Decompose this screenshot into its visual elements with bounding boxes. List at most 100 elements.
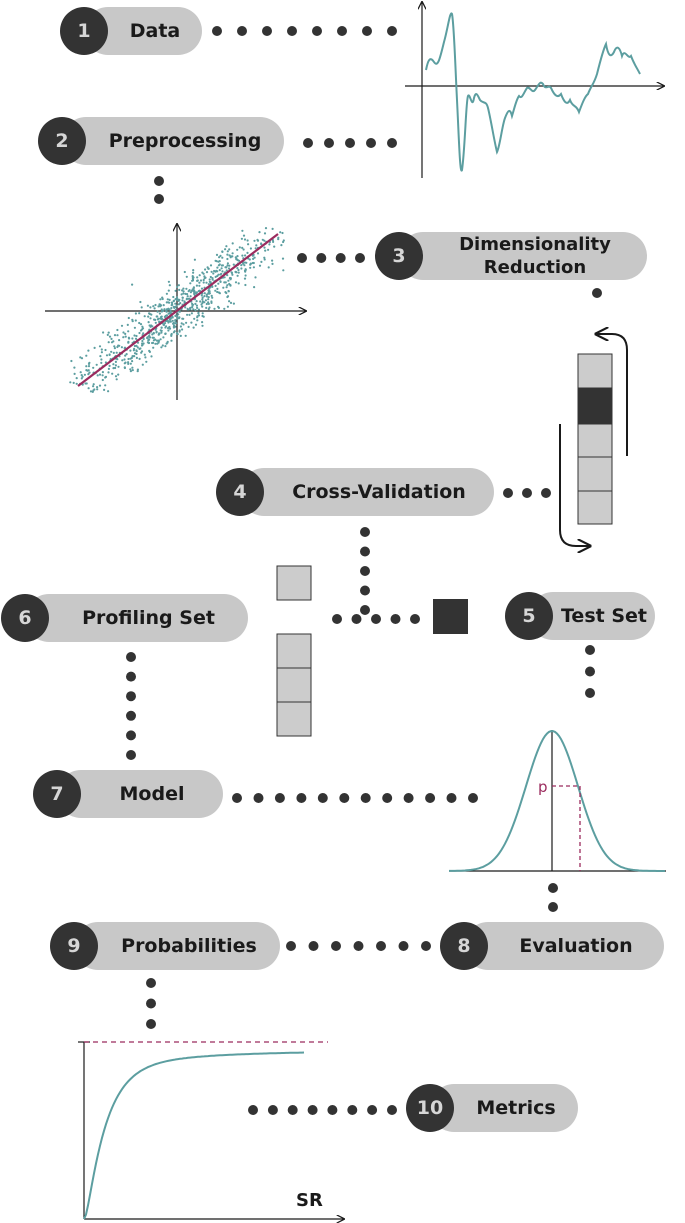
scatter-point <box>138 331 141 335</box>
connector-dot <box>331 941 341 951</box>
scatter-point <box>114 364 117 367</box>
scatter-point <box>203 292 206 295</box>
fold-3 <box>577 423 613 458</box>
scatter-point <box>171 319 174 322</box>
scatter-point <box>127 341 130 344</box>
scatter-point <box>215 253 219 256</box>
scatter-point <box>83 373 86 376</box>
scatter-point <box>180 322 183 325</box>
scatter-point <box>108 353 111 356</box>
pill-background <box>62 117 284 165</box>
scatter-point <box>205 293 208 296</box>
scatter-point <box>205 271 209 274</box>
split-blocks <box>276 565 468 737</box>
scatter-point <box>162 336 165 339</box>
scatter-point <box>89 390 93 393</box>
connector-dot <box>212 26 222 36</box>
scatter-point <box>165 310 168 313</box>
scatter-point <box>210 270 213 273</box>
scatter-point <box>243 238 247 241</box>
scatter-points <box>69 227 285 393</box>
fold-4 <box>577 456 613 492</box>
scatter-point <box>127 357 130 361</box>
scatter-point <box>92 385 95 388</box>
scatter-point <box>186 307 189 310</box>
scatter-point <box>243 264 246 267</box>
scatter-point <box>143 353 146 356</box>
profiling-block-1 <box>276 633 312 669</box>
scatter-point <box>123 366 126 369</box>
scatter-point <box>141 339 144 343</box>
scatter-point <box>216 266 219 269</box>
scatter-point <box>227 279 230 282</box>
scatter-point <box>214 289 217 292</box>
scatter-point <box>205 281 208 284</box>
scatter-point <box>92 383 95 386</box>
scatter-point <box>248 258 251 261</box>
scatter-point <box>146 336 149 339</box>
scatter-point <box>242 262 245 265</box>
scatter-point <box>70 359 73 363</box>
connector-dot <box>237 26 247 36</box>
scatter-point <box>226 253 229 256</box>
scatter-point <box>138 357 141 360</box>
connector-dot <box>303 138 313 148</box>
scatter-point <box>182 290 185 293</box>
scatter-point <box>87 387 90 390</box>
scatter-point <box>221 256 224 259</box>
connector-dot <box>287 1105 298 1115</box>
scatter-point <box>271 227 274 230</box>
scatter-point <box>211 278 214 281</box>
connector-dot <box>585 688 595 698</box>
scatter-point <box>231 273 234 276</box>
scatter-plot <box>45 224 306 400</box>
scatter-point <box>162 304 165 307</box>
scatter-point <box>122 336 125 339</box>
scatter-point <box>196 316 199 319</box>
scatter-point <box>147 339 150 342</box>
scatter-point <box>243 277 247 280</box>
scatter-point <box>214 284 217 287</box>
scatter-point <box>135 344 138 347</box>
scatter-point <box>215 260 218 263</box>
scatter-point <box>201 296 204 299</box>
connector-dot <box>585 645 595 655</box>
scatter-point <box>118 339 121 342</box>
scatter-point <box>159 303 162 306</box>
connector-dot <box>592 288 602 298</box>
scatter-point <box>225 245 228 248</box>
scatter-point <box>263 239 266 242</box>
fold-column <box>559 334 628 546</box>
scatter-point <box>178 288 181 291</box>
scatter-point <box>170 339 173 342</box>
scatter-point <box>136 346 139 349</box>
scatter-point <box>207 302 210 305</box>
scatter-point <box>243 261 246 264</box>
scatter-point <box>167 307 170 310</box>
scatter-point <box>127 337 131 340</box>
step-label: Preprocessing <box>108 130 262 152</box>
scatter-point <box>201 305 204 308</box>
scatter-point <box>105 354 109 357</box>
scatter-point <box>117 373 120 376</box>
scatter-point <box>154 342 157 345</box>
scatter-point <box>126 323 129 326</box>
step-cross-validation: 4 Cross-Validation <box>216 468 494 516</box>
scatter-point <box>158 320 161 323</box>
scatter-point <box>135 334 138 338</box>
scatter-point <box>182 292 185 295</box>
scatter-point <box>148 349 151 352</box>
connector-dot <box>371 614 381 624</box>
step-data: 1 Data <box>60 7 202 55</box>
scatter-point <box>79 356 82 359</box>
scatter-point <box>107 371 110 374</box>
scatter-point <box>199 300 202 303</box>
scatter-point <box>140 350 144 353</box>
scatter-point <box>162 323 165 326</box>
scatter-point <box>209 275 212 279</box>
connector-dot <box>337 26 347 36</box>
scatter-point <box>133 344 136 348</box>
scatter-point <box>173 324 176 327</box>
scatter-point <box>174 305 177 309</box>
scatter-point <box>133 334 136 337</box>
